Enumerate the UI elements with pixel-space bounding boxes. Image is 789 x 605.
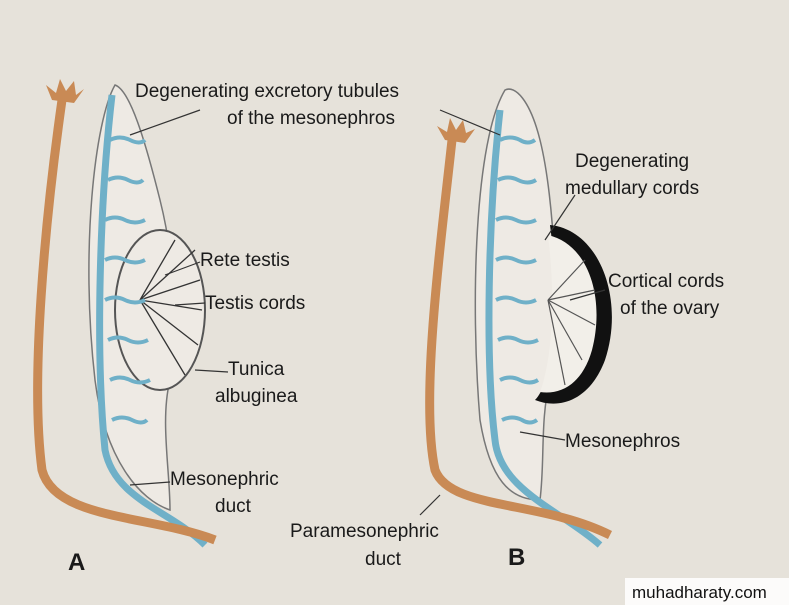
mesonephric-duct-b	[485, 109, 603, 548]
fimbria-b	[437, 118, 475, 143]
panel-a-diagram	[33, 79, 217, 548]
panel-label-a: A	[68, 549, 85, 576]
label-albuginea: albuginea	[215, 386, 298, 407]
fimbria-a	[46, 79, 84, 103]
panel-b-diagram	[425, 88, 613, 548]
panel-label-b: B	[508, 544, 525, 571]
label-degenerating-excretory-tubules: Degenerating excretory tubules	[135, 81, 399, 102]
paramesonephric-duct-b	[425, 139, 613, 540]
label-testis-cords: Testis cords	[205, 293, 305, 314]
mesonephric-duct-a	[96, 94, 208, 548]
label-tunica: Tunica	[228, 359, 285, 380]
paramesonephric-duct-a	[33, 99, 217, 545]
ovary-cortex-b	[540, 235, 597, 393]
testis-cords-a	[139, 239, 203, 376]
label-mesonephros: Mesonephros	[565, 431, 680, 452]
leader-lines	[129, 109, 606, 516]
label-mesonephric-duct: duct	[215, 496, 252, 517]
label-of-the-mesonephros: of the mesonephros	[227, 108, 395, 129]
label-rete-testis: Rete testis	[200, 250, 290, 271]
label-degenerating: Degenerating	[575, 151, 689, 172]
testis-a	[114, 229, 206, 391]
label-medullary-cords: medullary cords	[565, 178, 699, 199]
watermark-background	[625, 578, 789, 605]
excretory-tubules-b	[495, 135, 540, 425]
watermark: muhadharaty.com	[632, 583, 767, 602]
label-of-the-ovary: of the ovary	[620, 298, 720, 319]
label-paramesonephric-duct: duct	[365, 549, 402, 570]
excretory-tubules-a	[104, 135, 151, 425]
label-paramesonephric: Paramesonephric	[290, 521, 439, 542]
cortical-cords-b	[547, 259, 596, 386]
label-mesonephric: Mesonephric	[170, 469, 279, 490]
label-cortical-cords: Cortical cords	[608, 271, 724, 292]
